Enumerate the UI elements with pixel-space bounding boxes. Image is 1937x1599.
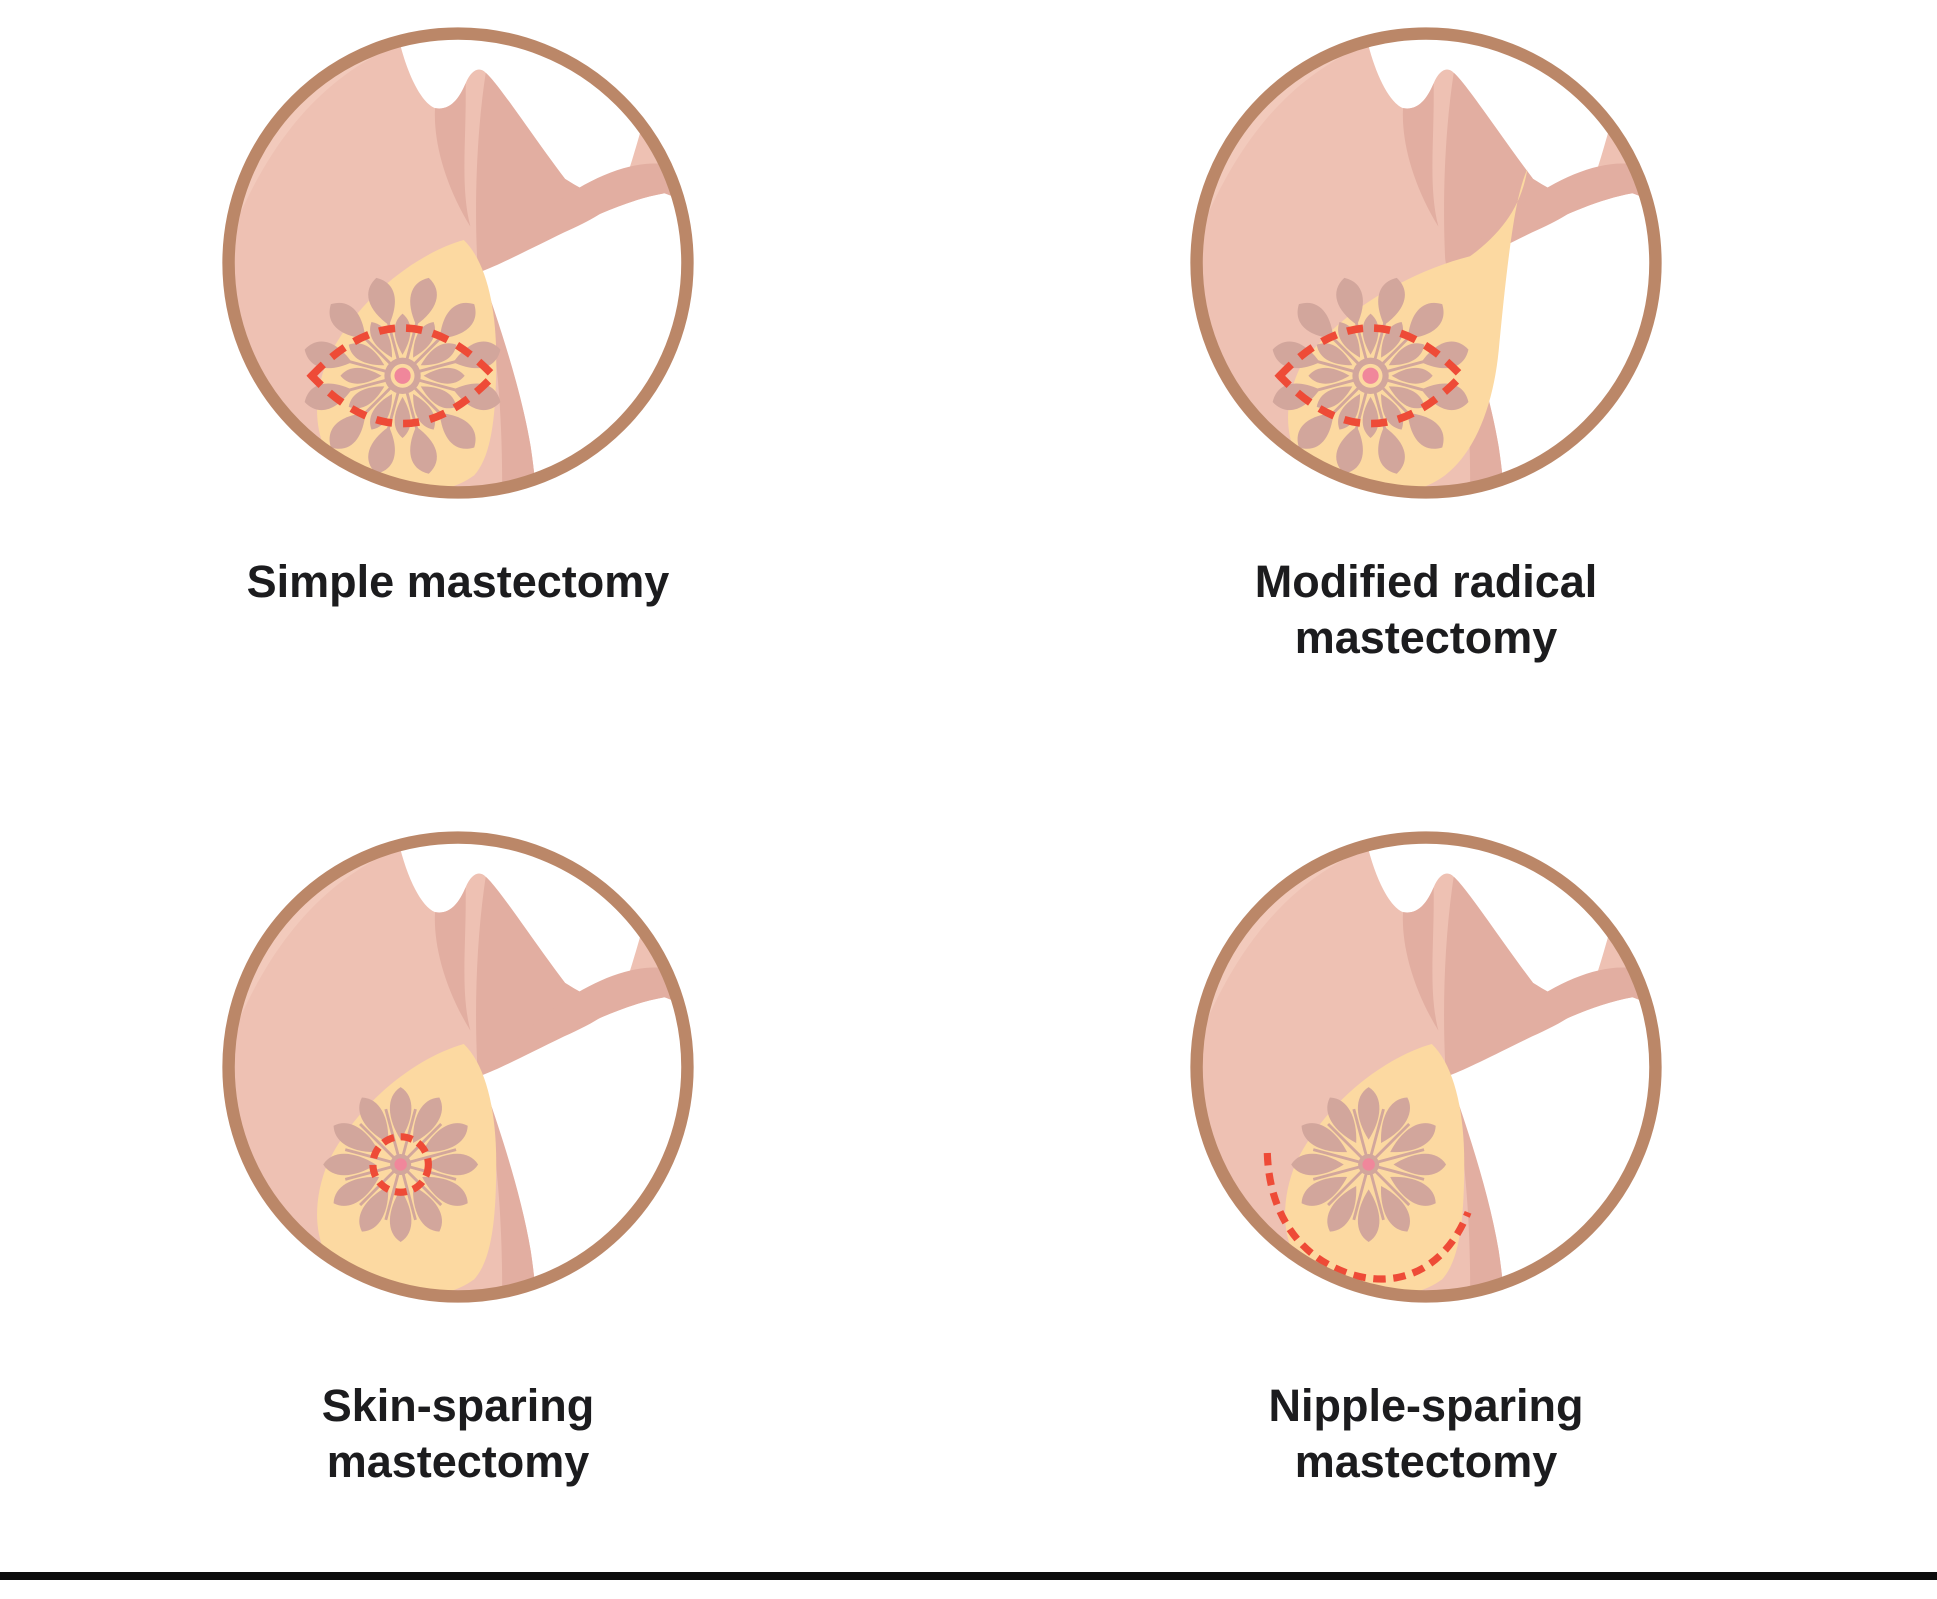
elliptical-incision-line xyxy=(1274,324,1467,428)
figure-label: Simple mastectomy xyxy=(246,556,670,607)
figure-nipple-sparing-mastectomy: Nipple-sparing mastectomy xyxy=(1166,828,1686,1490)
modified-radical-mastectomy-illustration xyxy=(1190,27,1662,499)
circle-frame xyxy=(222,831,694,1303)
periareolar-incision-line xyxy=(369,1133,432,1196)
inframammary-incision-line xyxy=(1263,1152,1472,1283)
figure-label: Nipple-sparing mastectomy xyxy=(1268,1380,1584,1487)
nipple-sparing-mastectomy-illustration xyxy=(1190,831,1662,1303)
circle-frame xyxy=(1190,27,1662,499)
figure-modified-radical-mastectomy: Modified radical mastectomy xyxy=(1166,24,1686,666)
figure-skin-sparing-mastectomy: Skin-sparing mastectomy xyxy=(198,828,718,1490)
simple-mastectomy-illustration xyxy=(222,27,694,499)
circle-frame xyxy=(1190,831,1662,1303)
circle-frame xyxy=(222,27,694,499)
figure-simple-mastectomy: Simple mastectomy xyxy=(198,24,718,610)
skin-sparing-mastectomy-illustration xyxy=(222,831,694,1303)
bottom-border-line xyxy=(0,1572,1937,1580)
elliptical-incision-line xyxy=(306,324,499,428)
figure-label: Skin-sparing mastectomy xyxy=(321,1380,595,1487)
figure-label: Modified radical mastectomy xyxy=(1254,556,1598,663)
